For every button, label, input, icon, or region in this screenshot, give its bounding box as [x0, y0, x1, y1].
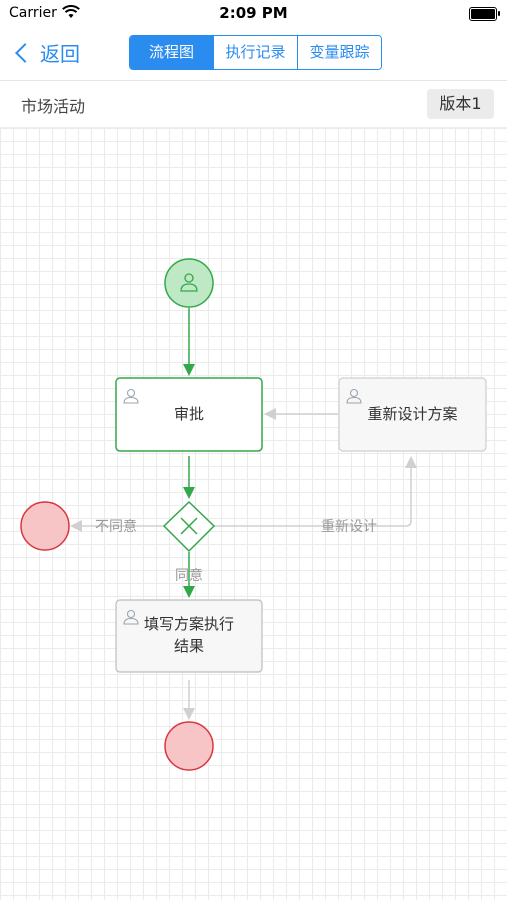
navigation-bar: 返回 流程图 执行记录 变量跟踪: [0, 28, 507, 81]
task-fill-result-label: 填写方案执行结果: [143, 615, 234, 655]
start-event[interactable]: [164, 258, 214, 308]
segmented-control: 流程图 执行记录 变量跟踪: [129, 35, 382, 70]
task-approve[interactable]: [115, 377, 263, 452]
end-event[interactable]: [164, 721, 214, 771]
user-icon: [123, 388, 139, 404]
tab-variable-tracking[interactable]: 变量跟踪: [297, 36, 381, 69]
user-icon: [180, 273, 198, 292]
edge-gateway-to-redesign: [214, 456, 417, 527]
close-icon: [180, 517, 198, 535]
process-header: 市场活动 版本1: [0, 81, 507, 128]
flow-canvas[interactable]: [0, 128, 507, 900]
user-icon: [346, 388, 362, 404]
wifi-icon: [62, 5, 80, 18]
edge-label-reject: 不同意: [95, 519, 137, 535]
tab-execution-log[interactable]: 执行记录: [213, 36, 297, 69]
version-button[interactable]: 版本1: [427, 89, 494, 119]
edge-label-agree: 同意: [175, 568, 203, 584]
clock: 2:09 PM: [219, 4, 288, 22]
battery-icon: [469, 7, 500, 21]
back-label: 返回: [40, 42, 80, 66]
end-event-reject[interactable]: [20, 501, 70, 551]
task-redesign-label: 重新设计方案: [367, 405, 458, 423]
carrier-label: Carrier: [9, 5, 57, 21]
process-name: 市场活动: [21, 97, 86, 116]
task-approve-label: 审批: [173, 405, 204, 423]
user-icon: [123, 609, 139, 625]
exclusive-gateway[interactable]: [162, 500, 216, 553]
tab-flowchart[interactable]: 流程图: [130, 36, 213, 69]
back-button[interactable]: 返回: [14, 38, 80, 67]
task-fill-result[interactable]: [115, 599, 263, 673]
status-bar: Carrier 2:09 PM: [0, 0, 507, 28]
edge-label-redesign: 重新设计: [321, 519, 377, 535]
task-redesign[interactable]: [338, 377, 487, 452]
